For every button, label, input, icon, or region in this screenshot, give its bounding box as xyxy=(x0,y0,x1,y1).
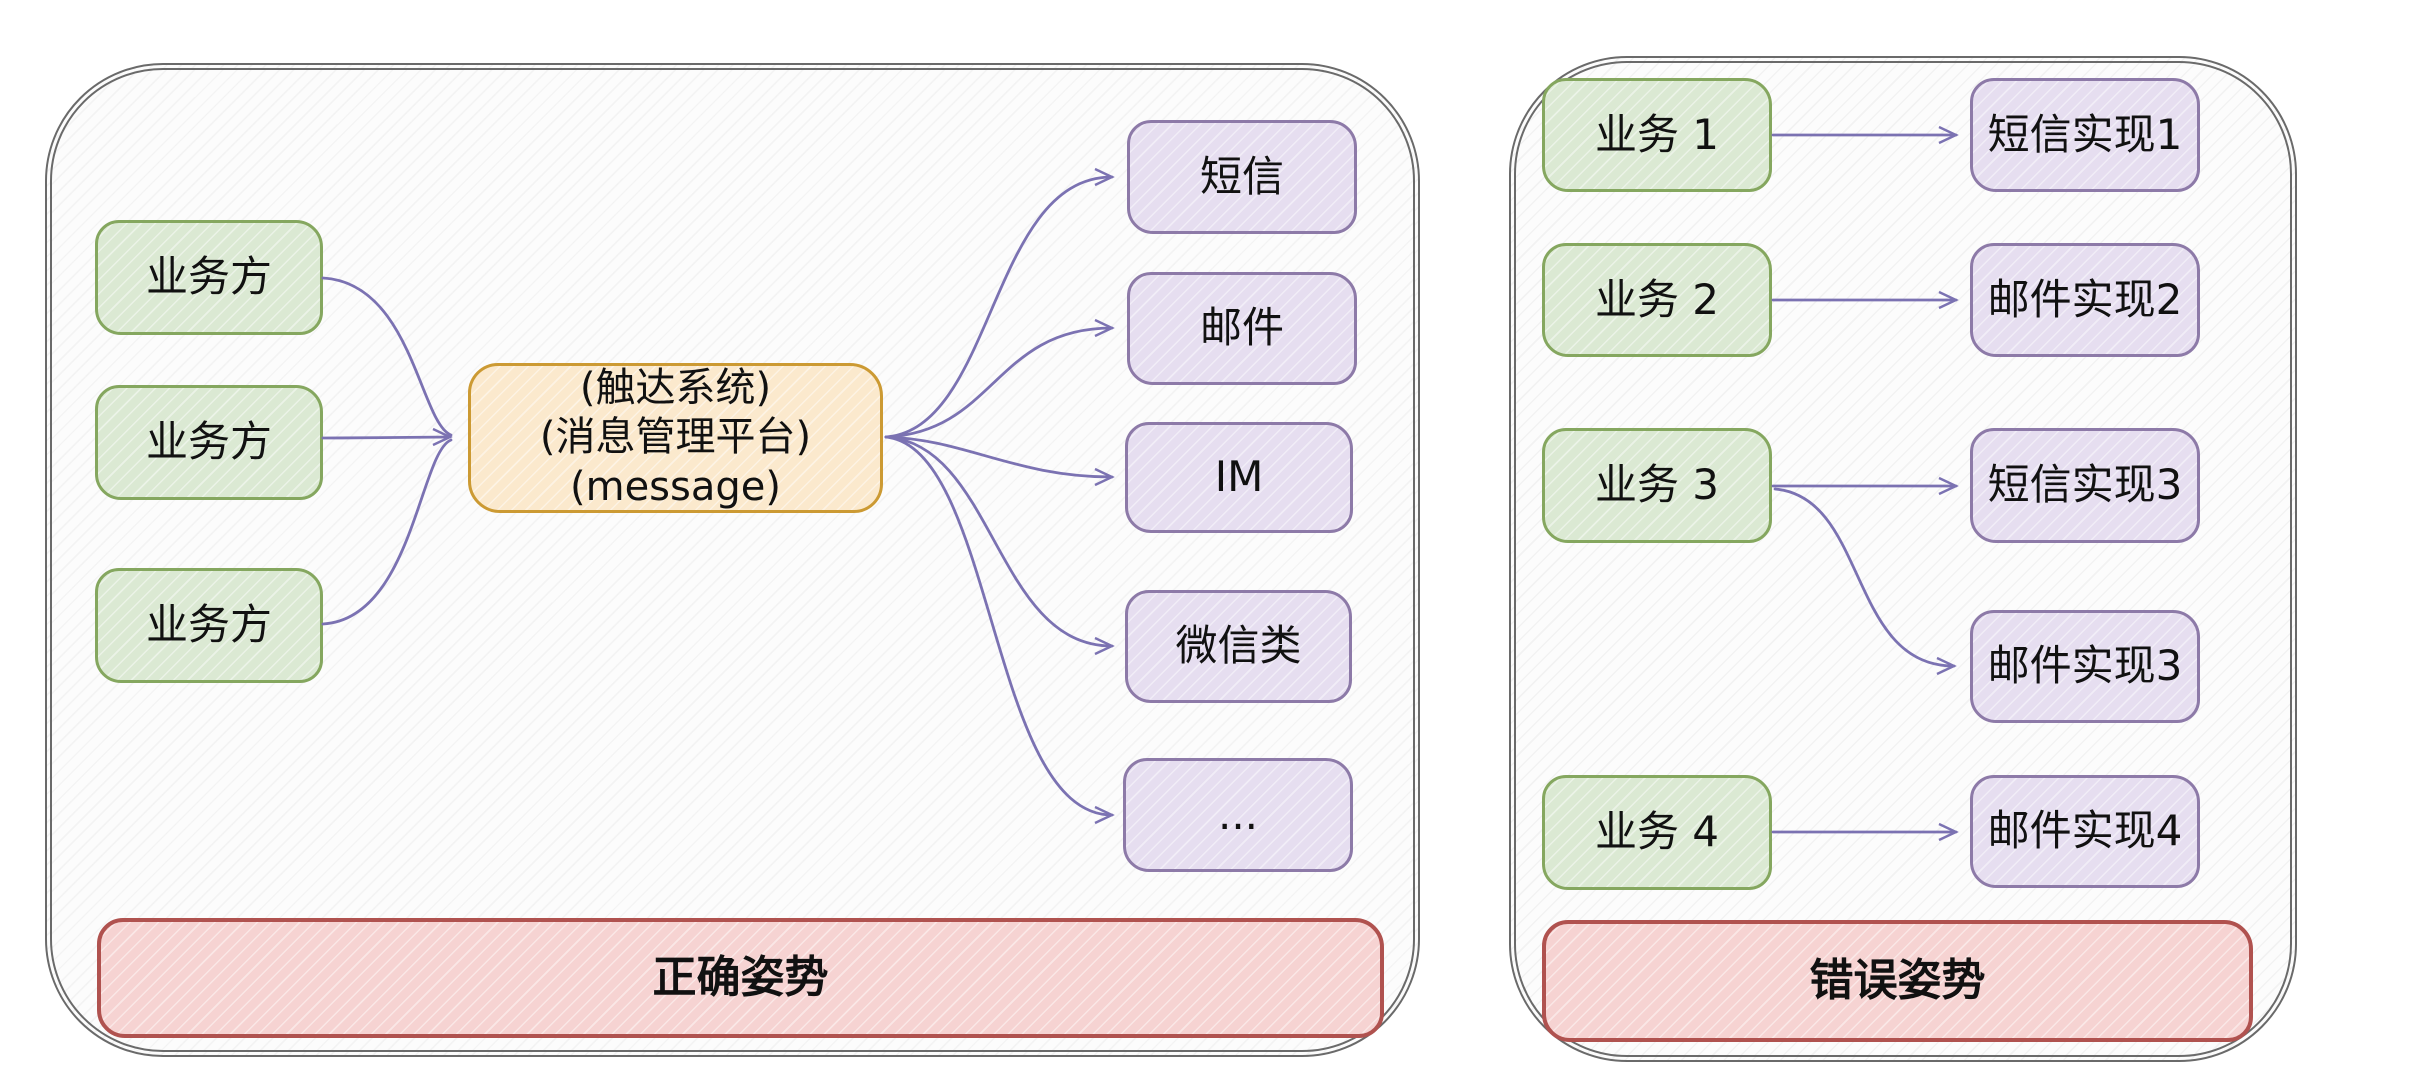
service-node-4: 业务 4 xyxy=(1542,775,1772,890)
hub-line-1: (触达系统) xyxy=(579,365,772,412)
impl-node-sms3-label: 短信实现3 xyxy=(1987,460,2183,510)
impl-node-email4-label: 邮件实现4 xyxy=(1987,806,2183,856)
source-node-2-label: 业务方 xyxy=(145,417,272,467)
service-node-3-label: 业务 3 xyxy=(1594,460,1720,510)
correct-approach-caption: 正确姿势 xyxy=(652,951,829,1003)
channel-node-wechat: 微信类 xyxy=(1125,590,1352,703)
channel-node-more-label: ... xyxy=(1217,789,1259,839)
hub-line-2: (消息管理平台) xyxy=(539,414,812,461)
channel-node-email: 邮件 xyxy=(1127,272,1357,385)
source-node-1-label: 业务方 xyxy=(145,252,272,302)
impl-node-email2: 邮件实现2 xyxy=(1970,243,2200,357)
impl-node-sms1-label: 短信实现1 xyxy=(1987,109,2183,159)
impl-node-sms3: 短信实现3 xyxy=(1970,428,2200,543)
channel-node-more: ... xyxy=(1123,758,1353,872)
source-node-3-label: 业务方 xyxy=(145,600,272,650)
channel-node-sms-label: 短信 xyxy=(1199,151,1284,201)
wrong-approach-caption: 错误姿势 xyxy=(1809,954,1986,1006)
channel-node-im: IM xyxy=(1125,422,1353,533)
wrong-approach-caption-bar: 错误姿势 xyxy=(1542,920,2253,1042)
source-node-1: 业务方 xyxy=(95,220,323,335)
channel-node-sms: 短信 xyxy=(1127,120,1357,234)
channel-node-email-label: 邮件 xyxy=(1199,303,1284,353)
impl-node-email3-label: 邮件实现3 xyxy=(1987,641,2183,691)
service-node-1-label: 业务 1 xyxy=(1594,109,1720,159)
message-hub-node: (触达系统) (消息管理平台) (message) xyxy=(468,363,883,513)
channel-node-im-label: IM xyxy=(1214,452,1264,502)
impl-node-email3: 邮件实现3 xyxy=(1970,610,2200,723)
correct-approach-caption-bar: 正确姿势 xyxy=(97,918,1384,1038)
source-node-3: 业务方 xyxy=(95,568,323,683)
hub-line-3: (message) xyxy=(570,463,781,510)
impl-node-sms1: 短信实现1 xyxy=(1970,78,2200,192)
impl-node-email4: 邮件实现4 xyxy=(1970,775,2200,888)
service-node-2: 业务 2 xyxy=(1542,243,1772,357)
service-node-3: 业务 3 xyxy=(1542,428,1772,543)
source-node-2: 业务方 xyxy=(95,385,323,500)
service-node-2-label: 业务 2 xyxy=(1594,274,1720,324)
impl-node-email2-label: 邮件实现2 xyxy=(1987,274,2183,324)
service-node-1: 业务 1 xyxy=(1542,78,1772,192)
channel-node-wechat-label: 微信类 xyxy=(1175,621,1302,671)
service-node-4-label: 业务 4 xyxy=(1594,807,1720,857)
wrong-approach-panel xyxy=(1509,56,2297,1062)
